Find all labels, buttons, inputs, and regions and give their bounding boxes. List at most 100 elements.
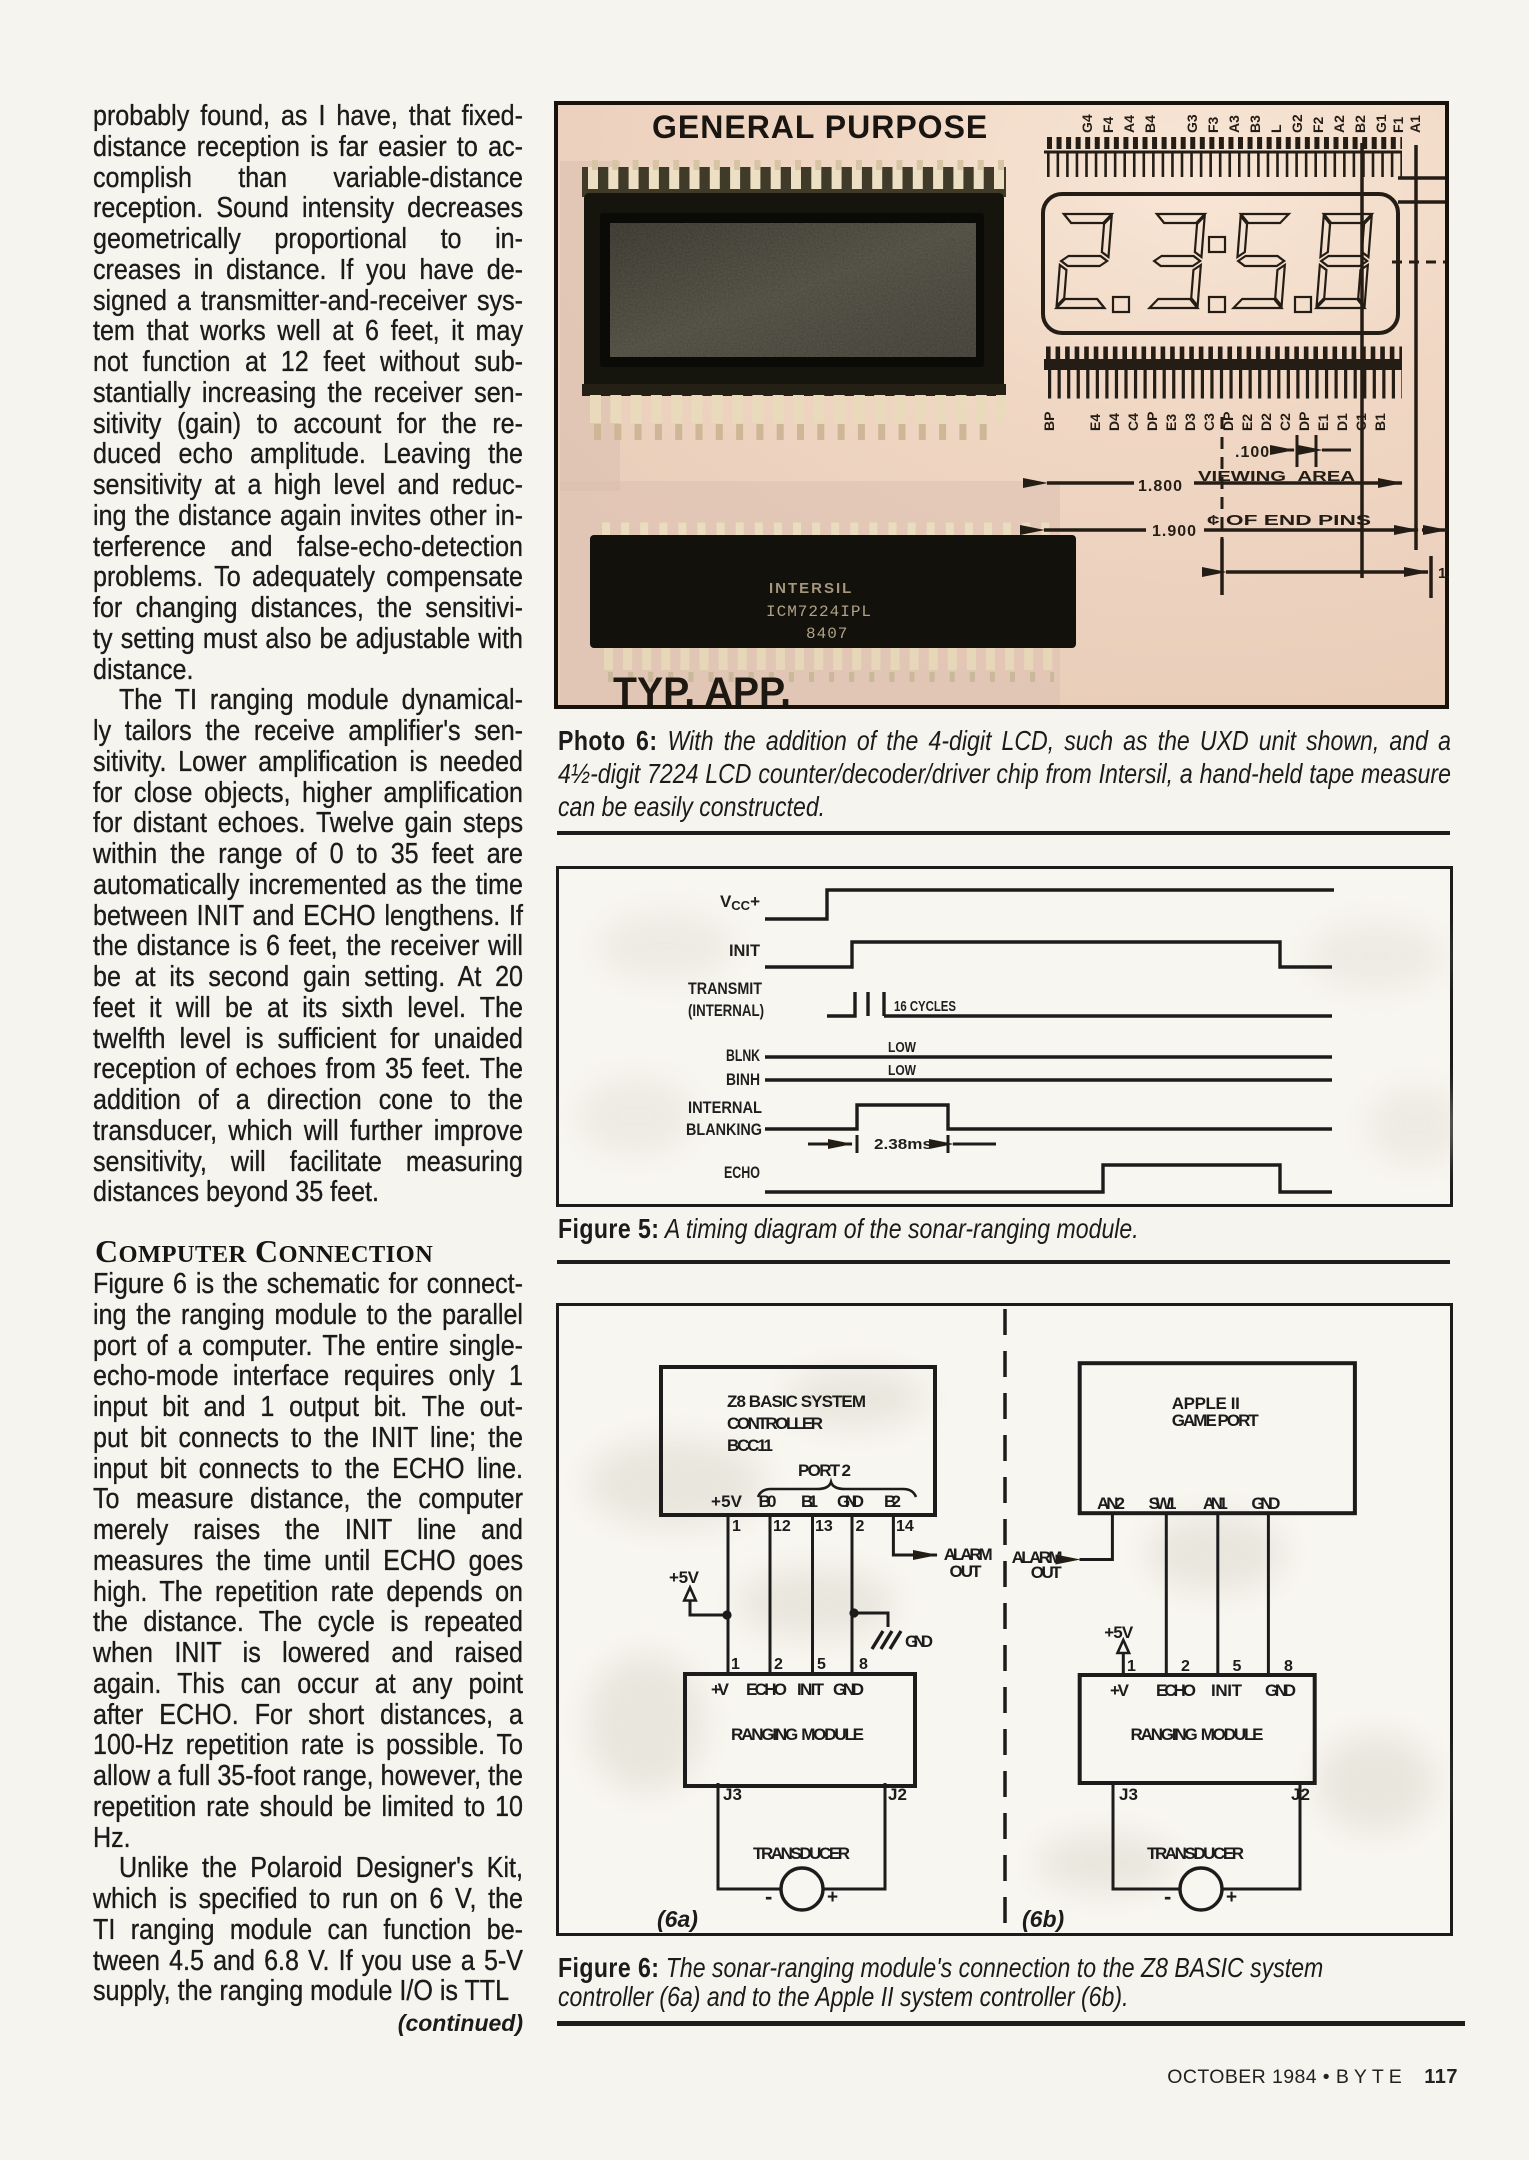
- svg-text:D2: D2: [1258, 413, 1274, 431]
- svg-text:Z8 BASIC SYSTEM: Z8 BASIC SYSTEM: [727, 1392, 866, 1411]
- svg-text:J3: J3: [1119, 1785, 1138, 1804]
- svg-text:PORT 2: PORT 2: [798, 1461, 851, 1480]
- svg-text:C4: C4: [1125, 413, 1141, 431]
- svg-text:G4: G4: [1079, 114, 1095, 133]
- svg-text:GAME PORT: GAME PORT: [1172, 1411, 1260, 1430]
- svg-text:J2: J2: [1291, 1785, 1310, 1804]
- svg-text:+: +: [827, 1887, 838, 1908]
- svg-text:AN1: AN1: [1203, 1494, 1228, 1513]
- svg-text:F1: F1: [1390, 116, 1406, 133]
- svg-text:+V: +V: [1110, 1681, 1130, 1700]
- svg-text:A4: A4: [1121, 115, 1137, 133]
- svg-text:1.900: 1.900: [1152, 523, 1197, 540]
- svg-text:C3: C3: [1201, 413, 1217, 431]
- svg-text:B4: B4: [1142, 115, 1158, 133]
- svg-text:1.: 1.: [1438, 565, 1449, 582]
- svg-text:OUT: OUT: [950, 1562, 983, 1581]
- svg-text:B2: B2: [884, 1492, 901, 1511]
- svg-text:ALARM: ALARM: [1012, 1548, 1063, 1567]
- svg-text:J3: J3: [723, 1785, 742, 1804]
- svg-text:INTERNAL: INTERNAL: [688, 1098, 762, 1117]
- svg-text:+V: +V: [711, 1680, 730, 1699]
- svg-text:8: 8: [1284, 1658, 1293, 1675]
- svg-text:G3: G3: [1184, 114, 1200, 133]
- svg-text:1: 1: [732, 1518, 741, 1535]
- svg-text:TRANSDUCER: TRANSDUCER: [753, 1844, 850, 1863]
- svg-text:BLANKING: BLANKING: [686, 1120, 762, 1139]
- svg-text:ICM7224IPL: ICM7224IPL: [766, 603, 872, 621]
- svg-text:14: 14: [896, 1518, 914, 1535]
- svg-text:F4: F4: [1100, 116, 1116, 133]
- svg-text:+: +: [1226, 1887, 1237, 1908]
- svg-text:B0: B0: [759, 1492, 777, 1511]
- svg-text:2: 2: [856, 1518, 865, 1535]
- svg-text:BCC11: BCC11: [727, 1436, 773, 1455]
- svg-text:TRANSMIT: TRANSMIT: [688, 979, 763, 998]
- svg-text:RANGING MODULE: RANGING MODULE: [731, 1725, 864, 1744]
- svg-text:D1: D1: [1334, 413, 1350, 431]
- svg-text:E1: E1: [1315, 414, 1331, 431]
- svg-text:5: 5: [817, 1656, 826, 1673]
- svg-text:VCC+: VCC+: [720, 892, 760, 913]
- svg-text:B1: B1: [1372, 413, 1388, 431]
- svg-text:D4: D4: [1106, 413, 1122, 431]
- svg-text:TRANSDUCER: TRANSDUCER: [1147, 1844, 1244, 1863]
- svg-text:SW1: SW1: [1149, 1494, 1177, 1513]
- svg-text:C1: C1: [1353, 413, 1369, 431]
- svg-text:2: 2: [1181, 1658, 1190, 1675]
- svg-text:TYP. APP.: TYP. APP.: [613, 670, 791, 709]
- svg-text:INIT: INIT: [1211, 1681, 1243, 1700]
- svg-text:-: -: [765, 1884, 772, 1909]
- svg-text:BP: BP: [1041, 412, 1057, 431]
- svg-text:+5V: +5V: [1104, 1623, 1134, 1642]
- svg-text:GND: GND: [1251, 1494, 1280, 1513]
- svg-text:CONTROLLER: CONTROLLER: [727, 1414, 823, 1433]
- svg-text:A2: A2: [1331, 115, 1347, 133]
- svg-text:GENERAL PURPOSE: GENERAL PURPOSE: [652, 109, 988, 145]
- svg-text:GND: GND: [837, 1492, 864, 1511]
- svg-text:F2: F2: [1310, 116, 1326, 133]
- svg-text:+5V: +5V: [711, 1492, 743, 1511]
- svg-text:INTERSIL: INTERSIL: [769, 580, 853, 597]
- svg-text:VIEWING AREA: VIEWING AREA: [1198, 468, 1355, 485]
- svg-text:BINH: BINH: [726, 1070, 760, 1089]
- svg-text:16 CYCLES: 16 CYCLES: [894, 999, 956, 1015]
- svg-text:OUT: OUT: [1031, 1563, 1063, 1582]
- svg-text:A1: A1: [1407, 115, 1423, 133]
- svg-text:GND: GND: [1265, 1681, 1296, 1700]
- svg-text:GND: GND: [905, 1632, 933, 1651]
- svg-text:A3: A3: [1226, 115, 1242, 133]
- svg-text:B3: B3: [1247, 115, 1263, 133]
- svg-text:2.38ms: 2.38ms: [874, 1137, 932, 1153]
- svg-text:APPLE II: APPLE II: [1172, 1394, 1240, 1413]
- svg-text:12: 12: [773, 1518, 791, 1535]
- svg-text:ECHO: ECHO: [724, 1163, 760, 1182]
- svg-text:E4: E4: [1087, 414, 1103, 431]
- svg-text:AN2: AN2: [1097, 1494, 1125, 1513]
- svg-text:DP: DP: [1144, 412, 1160, 431]
- svg-text:.100: .100: [1235, 444, 1270, 461]
- svg-text:1: 1: [731, 1656, 740, 1673]
- svg-text:E2: E2: [1239, 414, 1255, 431]
- svg-text:B2: B2: [1352, 115, 1368, 133]
- svg-text:(6a): (6a): [657, 1906, 698, 1932]
- svg-text:INIT: INIT: [729, 941, 761, 960]
- svg-text:RANGING MODULE: RANGING MODULE: [1131, 1725, 1264, 1744]
- svg-text:J2: J2: [888, 1785, 907, 1804]
- svg-text:1.800: 1.800: [1138, 478, 1183, 495]
- svg-text:F3: F3: [1205, 116, 1221, 133]
- svg-text:ECHO: ECHO: [746, 1680, 787, 1699]
- svg-text:D3: D3: [1182, 413, 1198, 431]
- svg-text:BLNK: BLNK: [726, 1046, 761, 1065]
- svg-text:8407: 8407: [806, 625, 848, 643]
- svg-text:LOW: LOW: [888, 1040, 916, 1056]
- svg-text:¢ OF END PINS: ¢ OF END PINS: [1207, 512, 1371, 529]
- svg-text:13: 13: [815, 1518, 833, 1535]
- svg-text:+5V: +5V: [669, 1568, 700, 1587]
- svg-text:1: 1: [1127, 1658, 1136, 1675]
- svg-text:GND: GND: [833, 1680, 864, 1699]
- svg-text:ECHO: ECHO: [1156, 1681, 1196, 1700]
- svg-text:2: 2: [774, 1656, 783, 1673]
- svg-text:B1: B1: [801, 1492, 818, 1511]
- svg-text:L: L: [1268, 124, 1284, 133]
